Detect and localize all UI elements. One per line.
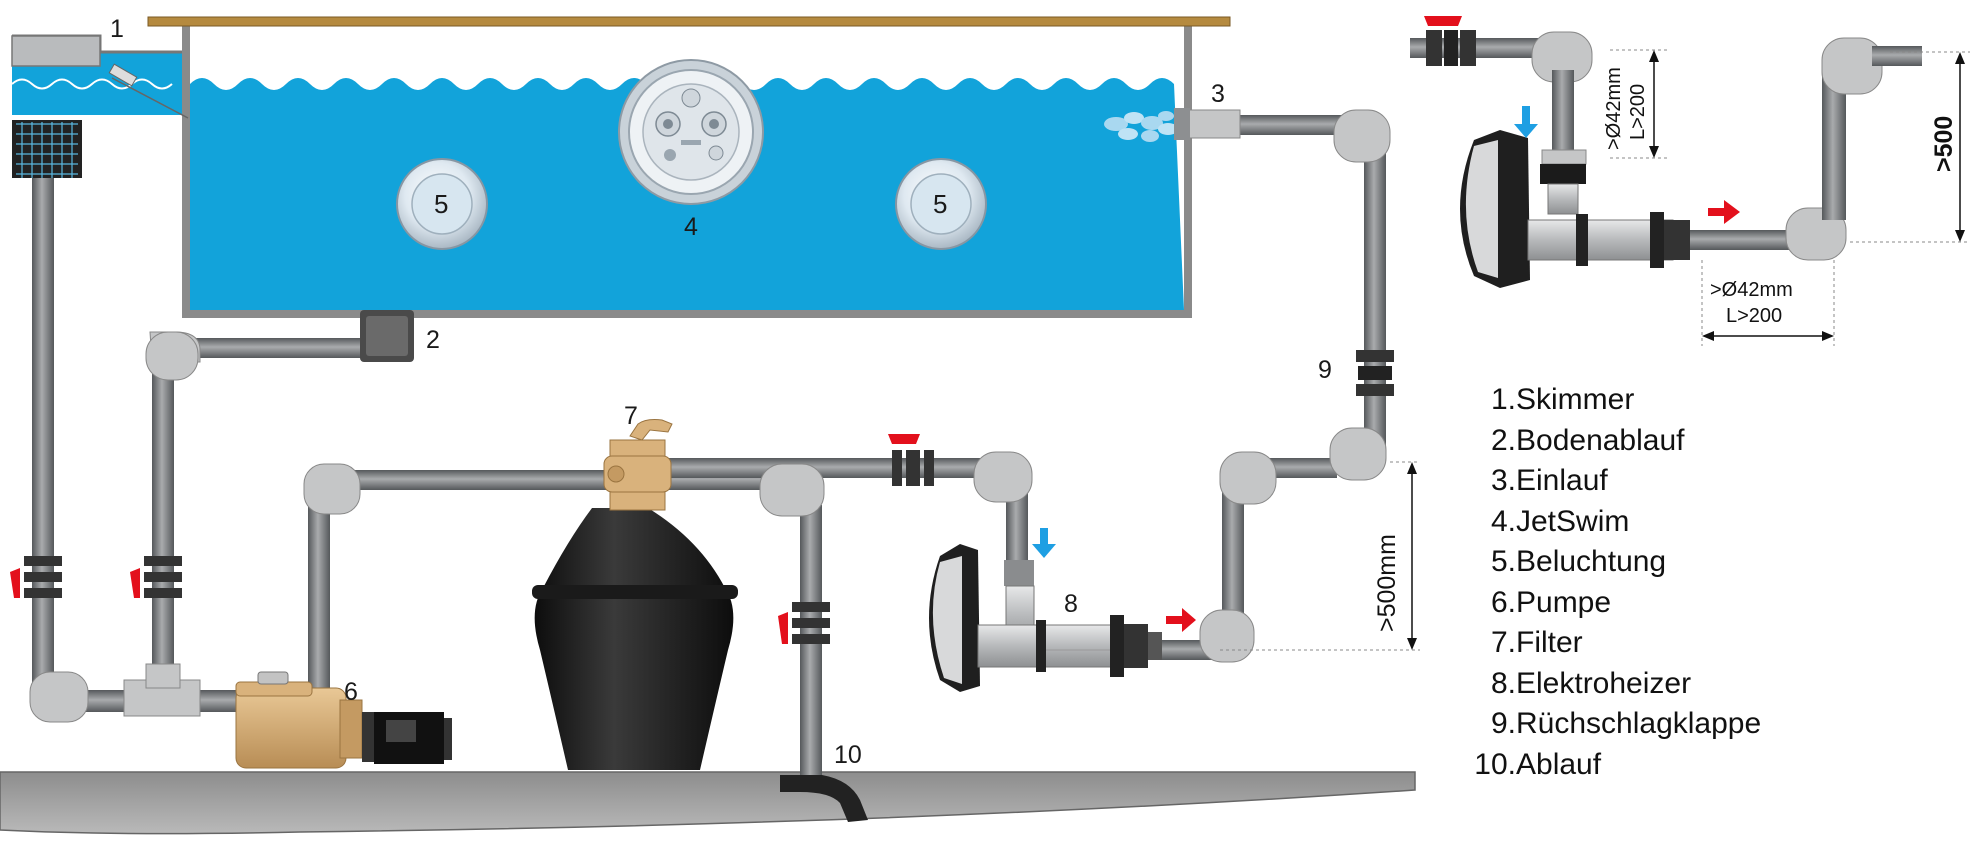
legend-item: 8.Elektroheizer [1490,666,1692,700]
legend-item: 6.Pumpe [1490,585,1612,619]
valve-bottom-drain [130,556,182,598]
valve-drain-line [778,602,830,644]
inset-horizontal-dia: >Ø42mm [1710,279,1793,301]
callout-4: 4 [684,213,698,241]
legend-item: 2.Bodenablauf [1490,423,1685,457]
callout-9: 9 [1318,356,1332,384]
inlet-bubbles [1104,111,1178,142]
valve-heater-line [888,434,934,486]
legend-item: 3.Einlauf [1490,464,1608,497]
jetswim-unit [618,59,764,205]
ground-slab [0,771,1416,835]
skimmer-basket [12,120,82,178]
dimension-height [1220,461,1420,651]
flow-arrow-blue [1032,528,1056,558]
legend-item: 10.Ablauf [1474,747,1602,781]
inset-vertical-dia: >Ø42mm [1603,67,1625,150]
component-legend: 1.Skimmer 2.Bodenablauf 3.Einlauf 4.JetS… [1462,380,1962,785]
callout-5-right: 5 [933,189,947,219]
legend-item: 1.Skimmer [1490,383,1635,416]
inset-horizontal-len: L>200 [1726,305,1782,327]
legend-item: 5.Beluchtung [1490,545,1667,578]
callout-2: 2 [426,326,440,354]
legend-item: 7.Filter [1490,626,1583,659]
callout-10: 10 [834,741,862,769]
flow-arrow-red [1166,608,1196,632]
pool-deck [147,16,1231,27]
legend-item: 9.Rüchschlagklappe [1490,707,1762,740]
callout-3: 3 [1211,80,1225,108]
legend-item: 4.JetSwim [1490,504,1630,538]
electric-heater [929,544,1162,692]
inset-height-text: >500 [1930,116,1958,172]
dimension-main-text: >500mm [1373,534,1401,632]
callout-8: 8 [1064,590,1078,618]
sand-filter [532,419,738,770]
inset-heater-install [1410,16,1970,346]
pool-light-right [895,158,987,250]
pool-light-left [396,158,488,250]
valve-skimmer [10,556,62,598]
callout-7: 7 [624,402,638,430]
callout-5-left: 5 [434,189,448,219]
pipe-network [29,108,1391,822]
pump [235,671,452,769]
check-valve [1356,350,1394,396]
callout-1: 1 [110,15,124,43]
skimmer [11,34,189,178]
callout-6: 6 [344,678,358,706]
inset-vertical-len: L>200 [1627,84,1649,140]
